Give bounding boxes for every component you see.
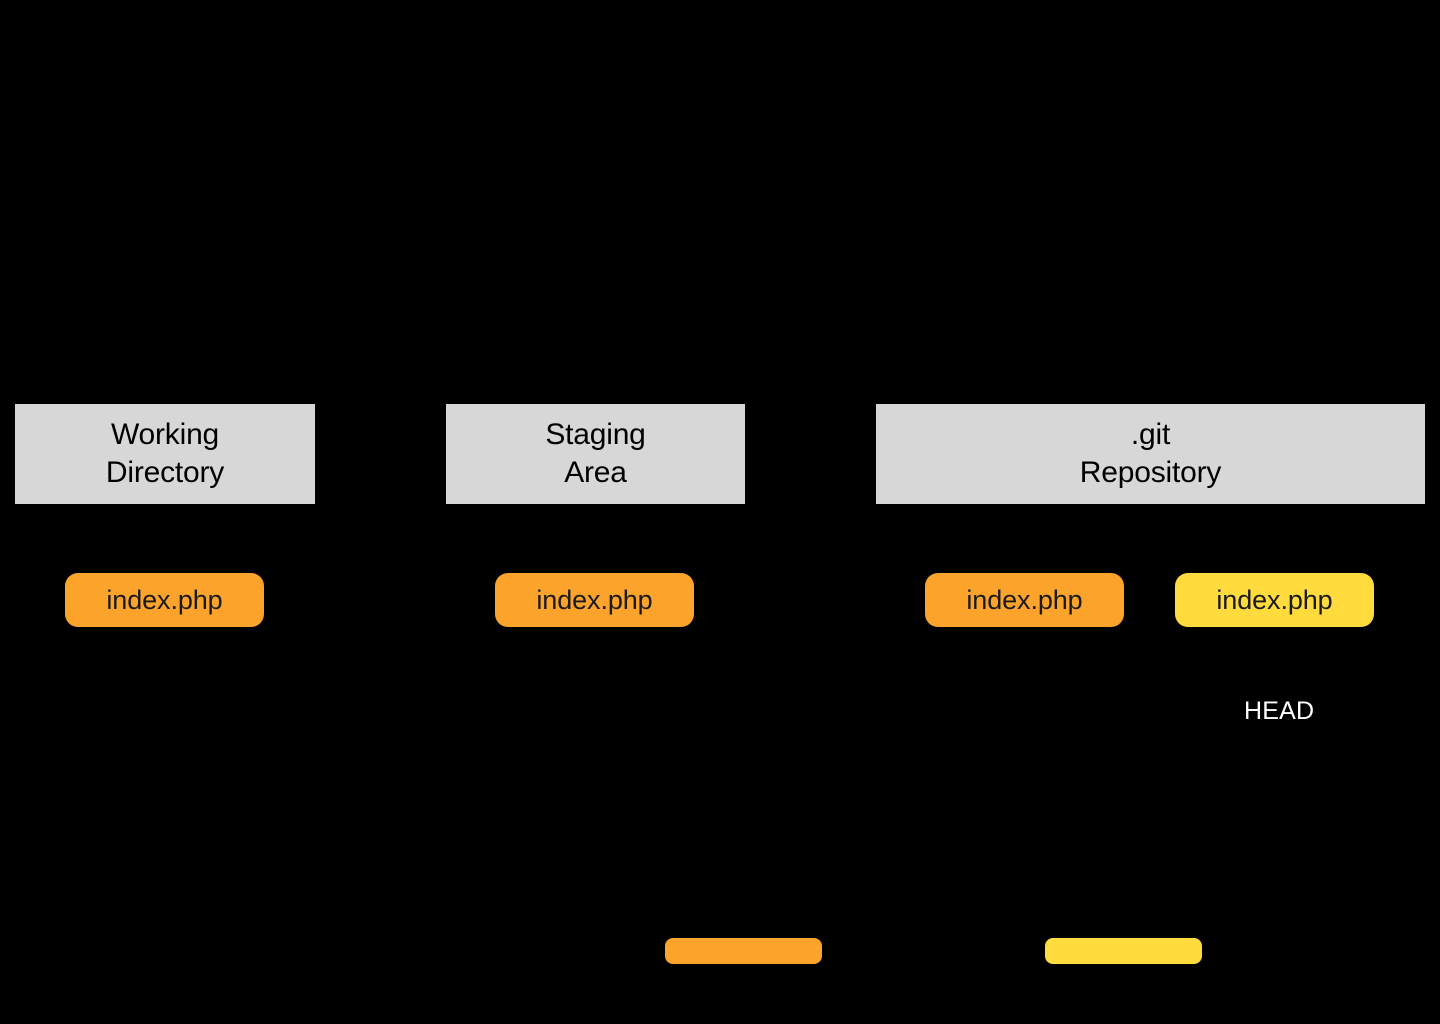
area-header-staging-area: Staging Area (446, 404, 745, 504)
area-title-line-1: Working (110, 418, 220, 452)
file-pill-repository-commit[interactable]: index.php (925, 573, 1124, 627)
file-pill-label: index.php (966, 584, 1083, 615)
file-pill-label: index.php (536, 584, 653, 615)
legend-swatch-orange (665, 938, 822, 964)
file-pill-label: index.php (1216, 584, 1333, 615)
area-title-line-1: .git (1130, 418, 1171, 452)
legend-swatch-yellow (1045, 938, 1202, 964)
file-pill-repository-head[interactable]: index.php (1175, 573, 1374, 627)
head-pointer-label: HEAD (1244, 697, 1315, 725)
area-header-git-repository: .git Repository (876, 404, 1425, 504)
area-title-line-2: Area (564, 456, 627, 489)
file-pill-label: index.php (106, 584, 223, 615)
area-title-line-1: Staging (545, 418, 646, 452)
file-pill-staging-area[interactable]: index.php (495, 573, 694, 627)
area-title-line-2: Repository (1079, 456, 1222, 489)
area-header-working-directory: Working Directory (15, 404, 315, 504)
area-title-line-2: Directory (105, 456, 225, 489)
file-pill-working-directory[interactable]: index.php (65, 573, 264, 627)
